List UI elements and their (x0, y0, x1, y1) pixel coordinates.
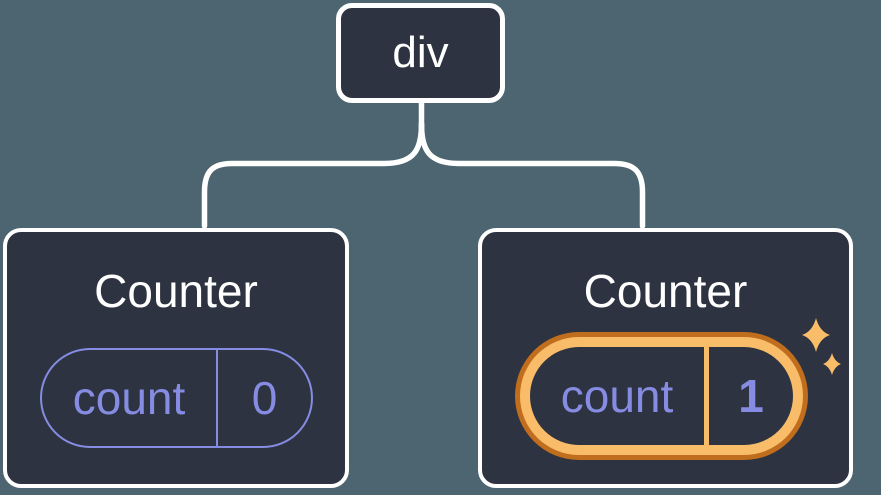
connector-branch-left (201, 121, 425, 229)
state-pill: count 0 (40, 348, 313, 448)
root-node: div (336, 3, 505, 103)
state-pill-divider (704, 347, 709, 445)
highlight-ring-band: count 1 (520, 337, 803, 455)
highlight-ring: count 1 (515, 332, 808, 460)
state-key-label: count (560, 370, 674, 422)
state-value: 1 (738, 370, 764, 422)
root-node-label: div (392, 28, 449, 77)
counter-title: Counter (94, 265, 258, 317)
state-key-label: count (72, 372, 186, 424)
counter-card-right: Counter count 1 (478, 228, 853, 488)
counter-card-left: Counter count 0 (3, 228, 349, 488)
connector-branch-right (418, 121, 646, 229)
counter-title: Counter (583, 265, 748, 317)
connector-group (201, 98, 646, 229)
sparkle-small-icon (823, 353, 841, 375)
state-pill-divider (216, 350, 218, 446)
state-value: 0 (251, 372, 278, 424)
sparkles-icon (802, 318, 841, 375)
sparkle-large-icon (802, 318, 830, 352)
state-pill-highlighted: count 1 (530, 347, 793, 445)
